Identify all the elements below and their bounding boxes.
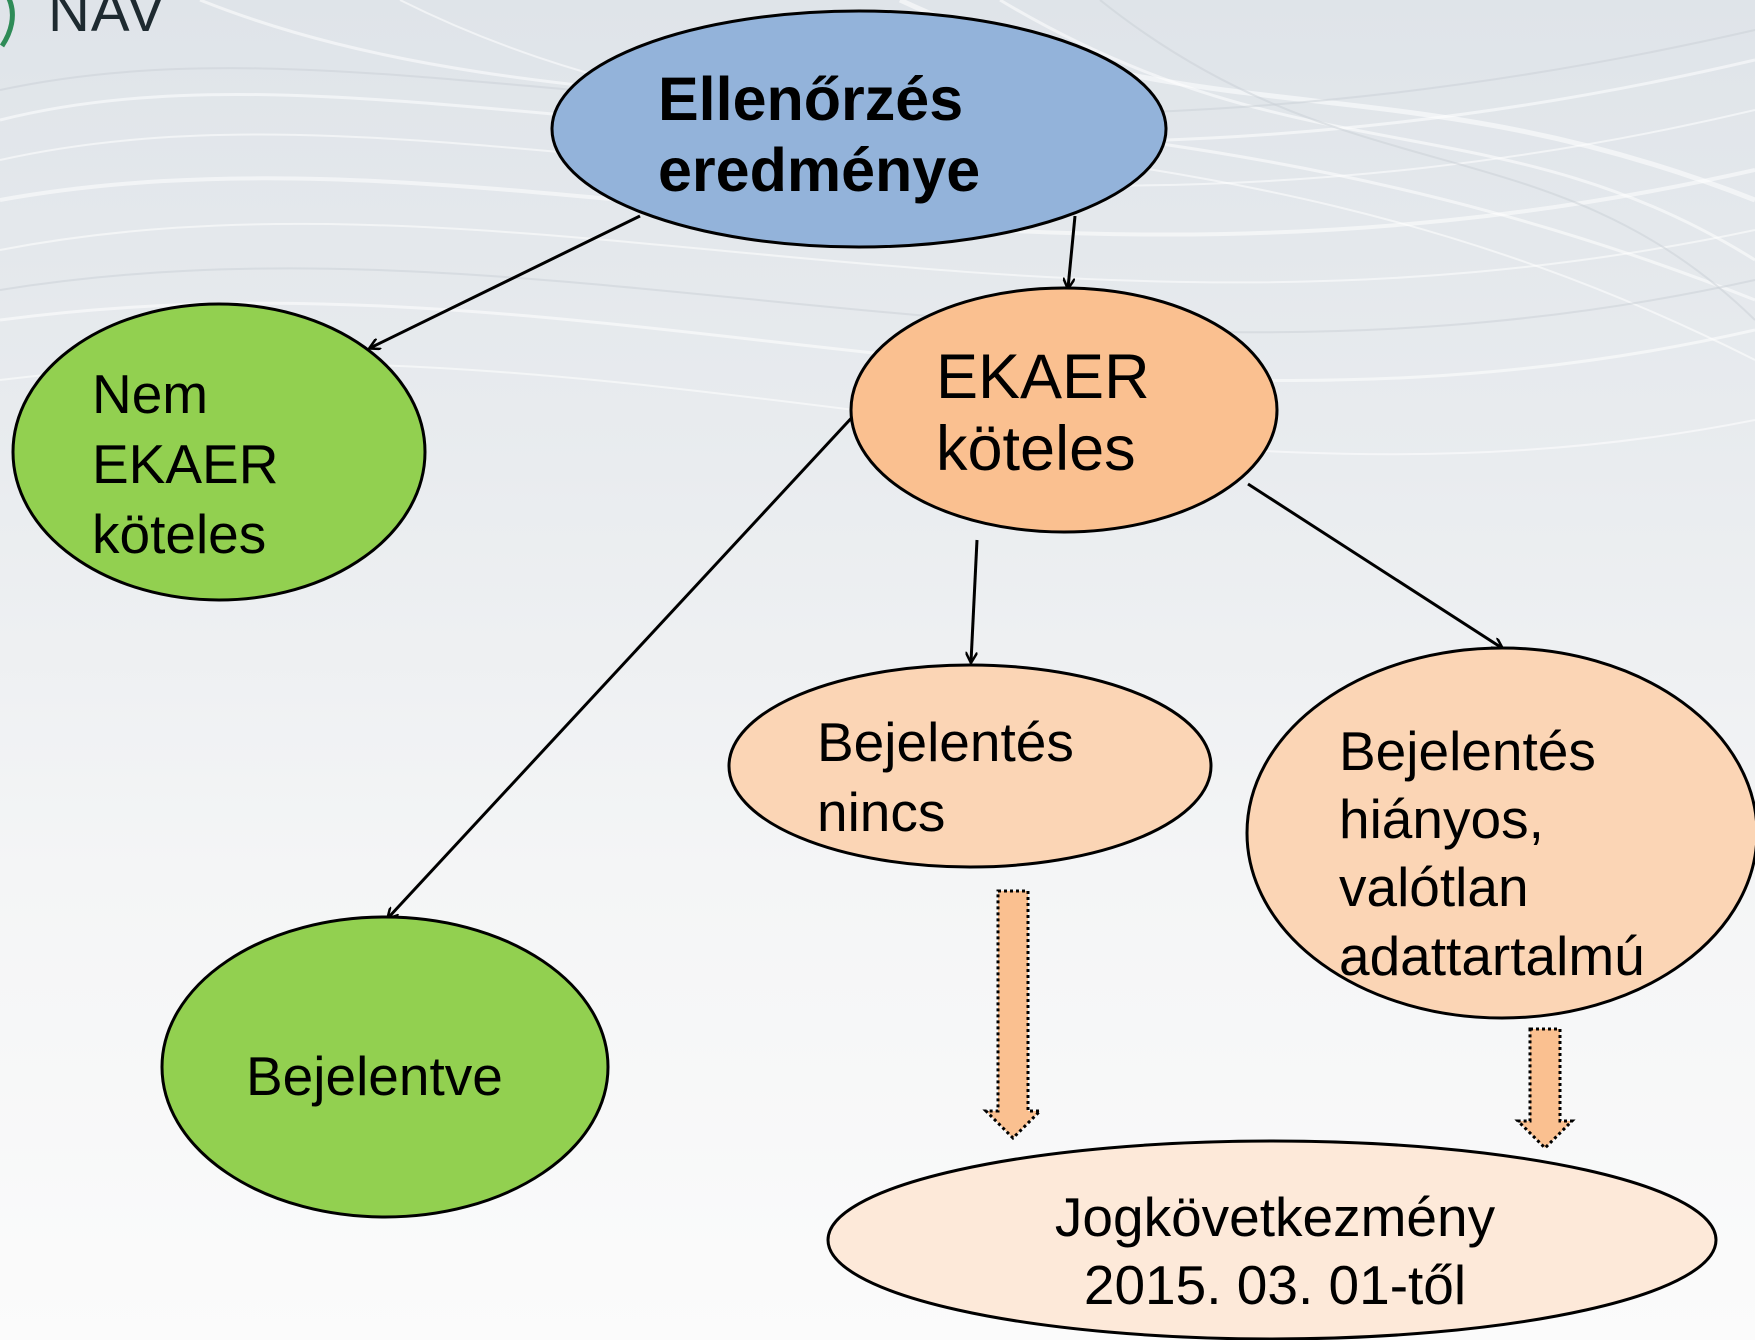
node-not-obliged-line-3: köteles: [92, 502, 267, 565]
node-no-report-label: Bejelentés nincs: [817, 707, 1074, 848]
node-no-report-line-2: nincs: [817, 781, 946, 844]
node-no-report-ellipse: [727, 663, 1213, 869]
node-not-obliged-label: Nem EKAER köteles: [92, 360, 278, 570]
node-reported-ellipse: [160, 915, 610, 1219]
node-reported-line-1: Bejelentve: [246, 1045, 503, 1107]
node-not-obliged-line-1: Nem: [92, 363, 209, 425]
logo-text: NAV: [48, 0, 166, 44]
node-faulty-report-line-1: Bejelentés: [1339, 720, 1596, 782]
block-arrow-no-report-to-consequence: [982, 889, 1044, 1141]
node-faulty-report-label: Bejelentés hiányos, valótlan adattartalm…: [1339, 717, 1645, 990]
node-root-line-2: eredménye: [658, 136, 981, 205]
node-not-obliged-line-2: EKAER: [92, 432, 279, 495]
node-obliged-label: EKAER köteles: [936, 341, 1150, 486]
node-obliged-line-2: köteles: [936, 414, 1136, 485]
node-consequence-line-2: 2015. 03. 01-től: [1083, 1253, 1467, 1316]
node-faulty-report-line-2: hiányos,: [1339, 788, 1544, 851]
nav-logo: NAV: [0, 0, 166, 56]
node-consequence-ellipse: [826, 1139, 1718, 1340]
arrow-obliged-to-no-report: [971, 539, 979, 662]
node-reported-label: Bejelentve: [246, 1044, 503, 1108]
arrow-obliged-to-faulty-report: [1247, 482, 1502, 648]
node-root-label: Ellenőrzés eredménye: [658, 64, 980, 207]
node-consequence-label: Jogkövetkezmény 2015. 03. 01-től: [1036, 1184, 1514, 1319]
node-root-ellipse: [550, 9, 1168, 249]
arrow-root-to-obliged: [1068, 215, 1077, 288]
node-obliged-ellipse: [849, 286, 1279, 534]
arrow-obliged-to-reported: [388, 410, 859, 918]
node-faulty-report-line-4: adattartalmú: [1339, 924, 1645, 987]
arrow-root-to-not-obliged: [370, 214, 641, 348]
node-root-line-1: Ellenőrzés: [658, 65, 964, 133]
node-faulty-report-line-3: valótlan: [1339, 856, 1529, 919]
block-arrow-faulty-report-to-consequence: [1514, 1027, 1576, 1151]
node-not-obliged-ellipse: [11, 302, 427, 602]
node-no-report-line-1: Bejelentés: [817, 711, 1074, 773]
node-faulty-report-ellipse: [1245, 646, 1755, 1020]
logo-emblem-icon: [0, 0, 15, 48]
node-consequence-line-1: Jogkövetkezmény: [1054, 1186, 1496, 1248]
node-obliged-line-1: EKAER: [936, 342, 1150, 412]
